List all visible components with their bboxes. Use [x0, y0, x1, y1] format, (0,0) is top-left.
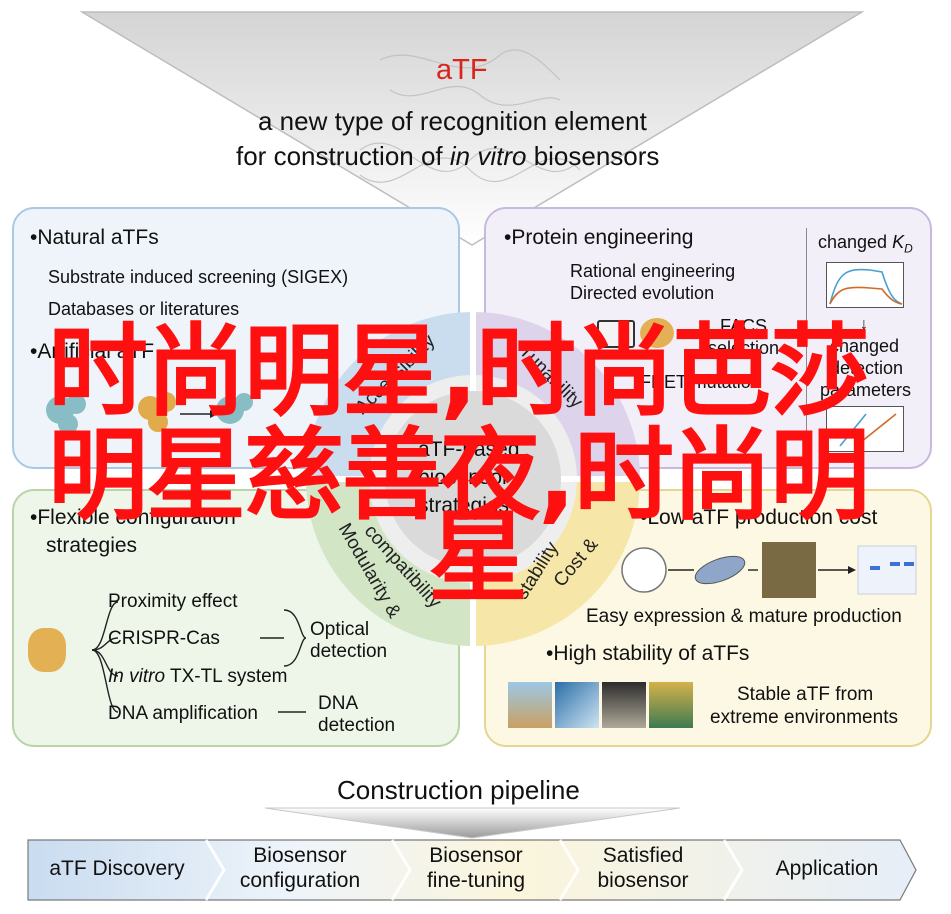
- production-pipeline-icons: [621, 542, 917, 598]
- divider-line: [806, 228, 807, 450]
- dna-detection-line1: DNA: [318, 693, 359, 714]
- optical-detection-line2: detection: [310, 641, 388, 662]
- deep-sea-photo: [602, 682, 646, 728]
- high-stability-bullet: •High stability of aTFs: [546, 642, 750, 665]
- step-3-line2: fine-tuning: [426, 869, 526, 892]
- config-tree-lines: [91, 601, 307, 713]
- hot-spring-photo: [508, 682, 552, 728]
- detection-label: detection: [830, 358, 904, 378]
- rational-engineering-item: Rational engineering: [570, 261, 736, 281]
- dna-amplification-item: DNA amplification: [108, 703, 258, 724]
- wheel-center-line3: strategies: [418, 494, 510, 517]
- strategy-wheel: [306, 312, 640, 646]
- low-cost-bullet: •Low aTF production cost: [640, 506, 878, 529]
- kd-sub: D: [904, 241, 913, 256]
- overlay-watermark-line2: 明星慈善夜,时尚明: [48, 417, 870, 534]
- pipeline-title: Construction pipeline: [337, 775, 580, 805]
- desert-photo: [649, 682, 693, 728]
- header-subtitle-line1: a new type of recognition element: [258, 106, 647, 136]
- pipeline-step-biosensor-fine-tuning: Biosensor fine-tuning: [400, 836, 552, 900]
- changed-label: changed: [830, 336, 900, 356]
- step-5-line1: Application: [775, 856, 879, 880]
- parameters-label: parameters: [820, 380, 912, 400]
- kd-curve-plot: [826, 262, 904, 308]
- wheel-center-line1: aTF-based: [418, 438, 520, 461]
- down-arrow-kd: ↓: [860, 316, 868, 333]
- fret-label: FRET mutation: [640, 372, 761, 392]
- stable-atf-line1: Stable aTF from: [737, 684, 874, 705]
- easy-expression-caption: Easy expression & mature production: [586, 606, 902, 627]
- overlay-watermark-line1: 时尚明星,时尚芭莎: [48, 313, 870, 430]
- subtitle-em: in vitro: [449, 141, 527, 171]
- selection-label: selection: [708, 338, 780, 358]
- step-3-line1: Biosensor: [429, 844, 523, 867]
- monitor-icon: [597, 320, 635, 348]
- atf-protein-icon: [28, 628, 66, 672]
- artificial-atf-bullet: •Artificial aTF: [30, 340, 155, 363]
- kd-pre: changed: [818, 232, 893, 252]
- step-2-line2: configuration: [239, 869, 361, 892]
- step-2-line1: Biosensor: [253, 844, 347, 867]
- dna-detection-line2: detection: [318, 715, 396, 736]
- pipeline-step-application: Application: [742, 836, 912, 900]
- subtitle-post: biosensors: [526, 141, 660, 171]
- crispr-cas-item: CRISPR-Cas: [108, 628, 220, 649]
- protein-structure-icons: [46, 392, 253, 434]
- facs-label: FACS: [720, 316, 768, 336]
- stable-atf-line2: extreme environments: [710, 707, 898, 728]
- subtitle-pre: for construction of: [236, 141, 450, 171]
- directed-evolution-item: Directed evolution: [570, 283, 715, 303]
- step-1-line1: aTF Discovery: [49, 856, 185, 880]
- protein-engineering-bullet: •Protein engineering: [504, 226, 694, 249]
- wheel-center-line2: biosensor: [418, 466, 510, 489]
- glacier-photo: [555, 682, 599, 728]
- in-vitro-txtl-item: In vitro TX-TL system: [108, 666, 288, 688]
- txtl-rest: TX-TL system: [165, 666, 288, 687]
- changed-kd-label: changed KD: [818, 232, 913, 256]
- proximity-effect-item: Proximity effect: [108, 591, 238, 612]
- databases-item: Databases or literatures: [48, 299, 240, 319]
- overlay-watermark-line3: 星: [428, 499, 528, 616]
- natural-atfs-bullet: •Natural aTFs: [30, 226, 159, 249]
- flexible-config-bullet-line2: strategies: [46, 534, 138, 557]
- flexible-config-bullet: •Flexible configuration: [30, 506, 236, 529]
- parameters-plot: [826, 406, 904, 452]
- kd-k: K: [892, 232, 905, 252]
- pipeline-step-biosensor-configuration: Biosensor configuration: [216, 836, 384, 900]
- header-title: aTF: [436, 54, 488, 86]
- optical-detection-line1: Optical: [310, 619, 370, 640]
- protein-icon: [640, 318, 674, 348]
- step-4-line2: biosensor: [597, 869, 689, 892]
- pipeline-step-satisfied-biosensor: Satisfied biosensor: [568, 836, 718, 900]
- step-4-line1: Satisfied: [602, 844, 684, 867]
- header-subtitle-line2: for construction of in vitro biosensors: [236, 141, 659, 172]
- pipeline-step-atf-discovery: aTF Discovery: [30, 836, 204, 900]
- sigex-item: Substrate induced screening (SIGEX): [48, 267, 349, 287]
- txtl-em: In vitro: [108, 666, 166, 687]
